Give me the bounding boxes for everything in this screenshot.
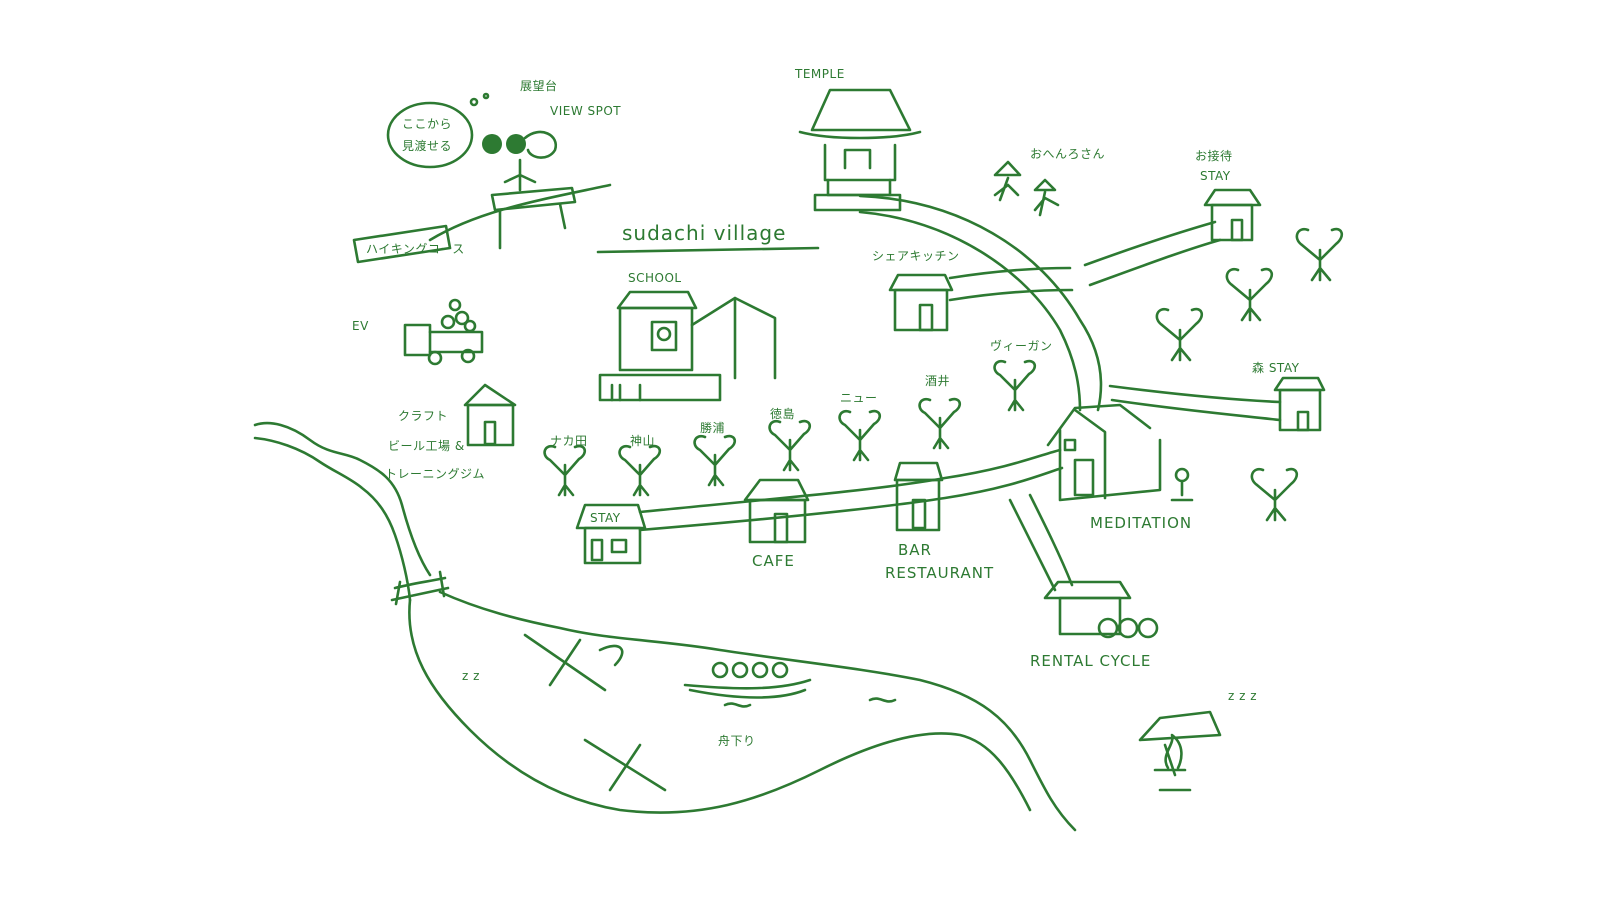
bar-label: BAR [898,541,932,559]
river-z-label: z z [462,669,480,683]
zzz-label: z z z [1228,689,1257,703]
craft-line-1: クラフト [398,409,448,423]
tree-row: ナカ田 神山 勝浦 徳島 ニュー 酒井 ヴィーガン [543,338,1053,497]
field-label-4: 徳島 [770,406,795,421]
craft-beer-house: クラフト ビール工場 & トレーニングジム [385,383,517,481]
share-kitchen-house: シェアキッチン [872,249,960,332]
view-spot: ここから 見渡せる 展望台 VIEW SPOT [386,78,621,250]
settai-label-jp: お接待 [1195,148,1233,163]
meditation-house: MEDITATION [1046,403,1194,532]
viewspot-label-jp: 展望台 [520,78,558,93]
settai-label-en: STAY [1200,169,1231,183]
cafe-house: CAFE [743,478,810,570]
village-name: sudachi village [622,221,786,245]
field-label-2: 神山 [630,434,655,448]
school-label: SCHOOL [628,271,682,285]
field-label-5: ニュー [840,391,878,405]
ev-label: EV [352,319,369,333]
field-label-7: ヴィーガン [990,338,1053,353]
settai-stay-house: お接待 STAY [1195,148,1262,242]
speech-line-2: 見渡せる [402,138,452,153]
campsite: z z z [1138,689,1257,792]
ohenro-label: おへんろさん [1030,147,1105,161]
stay-house-left: STAY [575,503,647,565]
cafe-label: CAFE [752,552,795,570]
hiking-course-sign: ハイキングコース [352,224,465,264]
field-label-6: 酒井 [925,374,950,388]
forest-trees [1155,227,1344,522]
craft-line-2: ビール工場 & [388,439,465,453]
river-scenes: 舟下り z z [462,633,897,792]
bar-restaurant-house: BAR RESTAURANT [885,461,994,582]
restaurant-label: RESTAURANT [885,564,994,582]
hiking-label: ハイキングコース [366,242,465,256]
share-kitchen-label: シェアキッチン [872,249,960,263]
mori-stay-label: 森 STAY [1252,360,1300,375]
meditation-label: MEDITATION [1090,514,1192,532]
road-network [638,194,1282,592]
boat-label: 舟下り [718,734,756,748]
rental-cycle-label: RENTAL CYCLE [1030,652,1151,670]
rental-cycle-shop: RENTAL CYCLE [1030,580,1159,670]
village-title: sudachi village [596,221,820,254]
speech-line-1: ここから [402,117,452,131]
viewspot-label-en: VIEW SPOT [550,104,621,118]
temple-label: TEMPLE [794,67,845,81]
ev-truck: EV [352,298,484,366]
mori-stay-house: 森 STAY [1252,360,1326,432]
field-label-3: 勝浦 [700,420,725,435]
pilgrim-figures: おへんろさん [993,147,1105,217]
stay-left-label: STAY [590,511,621,525]
school: SCHOOL [598,271,777,402]
river [253,421,1077,832]
craft-line-3: トレーニングジム [385,467,485,481]
field-label-1: ナカ田 [550,434,588,448]
temple: TEMPLE [794,67,922,212]
